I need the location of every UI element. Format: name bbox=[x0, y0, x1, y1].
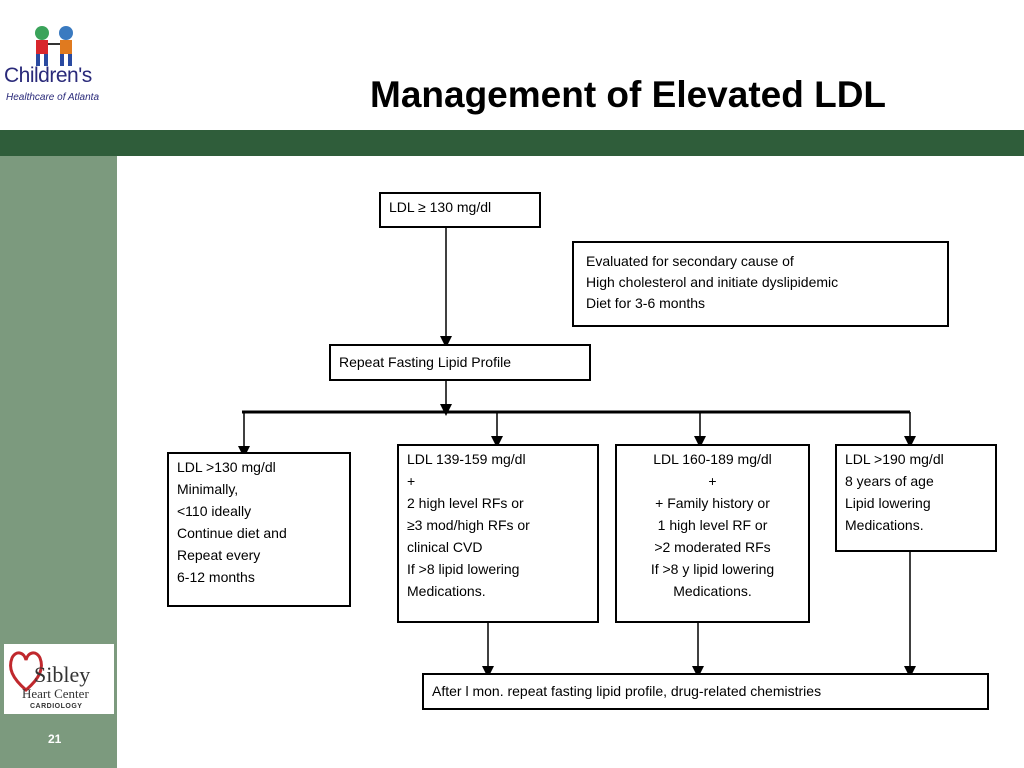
branch2-box: LDL 139-159 mg/dl + 2 high level RFs or … bbox=[397, 444, 599, 623]
branch1-box: LDL >130 mg/dl Minimally, <110 ideally C… bbox=[167, 452, 351, 607]
branch1-line: <110 ideally bbox=[177, 503, 252, 519]
slide-title: Management of Elevated LDL bbox=[370, 74, 887, 115]
branch4-line: Lipid lowering bbox=[845, 495, 931, 511]
branch1-line: Repeat every bbox=[177, 547, 261, 563]
sibley-logo bbox=[4, 644, 114, 714]
branch2-line: + bbox=[407, 473, 416, 489]
slide-header: Children's Healthcare of Atlanta Managem… bbox=[0, 0, 1024, 130]
sibley-logo-heart-center: Heart Center bbox=[22, 686, 89, 701]
branch3-line: >2 moderated RFs bbox=[654, 539, 771, 555]
branch2-line: ≥3 mod/high RFs or bbox=[407, 517, 530, 533]
kids-icon bbox=[35, 26, 73, 66]
branch4-box: LDL >190 mg/dl 8 years of age Lipid lowe… bbox=[835, 444, 997, 552]
sibley-logo-name: Sibley bbox=[34, 662, 91, 687]
branch2-line: Medications. bbox=[407, 583, 486, 599]
branch3-line: LDL 160-189 mg/dl bbox=[653, 451, 772, 467]
branch1-line: LDL >130 mg/dl bbox=[177, 459, 276, 475]
page-number: 21 bbox=[48, 732, 62, 746]
branch1-line: Continue diet and bbox=[177, 525, 287, 541]
branch3-line: 1 high level RF or bbox=[657, 517, 768, 533]
repeat-text: Repeat Fasting Lipid Profile bbox=[339, 354, 511, 370]
branch4-line: Medications. bbox=[845, 517, 924, 533]
note-line: Diet for 3-6 months bbox=[586, 295, 706, 311]
repeat-box: Repeat Fasting Lipid Profile bbox=[329, 344, 591, 381]
branch1-line: 6-12 months bbox=[177, 569, 255, 585]
note-line: Evaluated for secondary cause of bbox=[586, 253, 794, 269]
final-box: After l mon. repeat fasting lipid profil… bbox=[422, 673, 989, 710]
childrens-logo-name: Children's bbox=[4, 64, 92, 87]
branch2-line: clinical CVD bbox=[407, 539, 483, 555]
heart-icon bbox=[9, 651, 43, 692]
branch1-line: Minimally, bbox=[177, 481, 239, 497]
final-text: After l mon. repeat fasting lipid profil… bbox=[432, 683, 822, 699]
branch2-line: 2 high level RFs or bbox=[407, 495, 524, 511]
branch2-line: LDL 139-159 mg/dl bbox=[407, 451, 526, 467]
branch4-line: LDL >190 mg/dl bbox=[845, 451, 944, 467]
note-box: Evaluated for secondary cause of High ch… bbox=[572, 241, 949, 327]
branch3-line: If >8 y lipid lowering bbox=[650, 561, 775, 577]
childrens-logo-subtitle: Healthcare of Atlanta bbox=[6, 92, 100, 103]
branch2-line: If >8 lipid lowering bbox=[407, 561, 520, 577]
header-divider-bar bbox=[0, 130, 1024, 156]
branch4-line: 8 years of age bbox=[845, 473, 934, 489]
branch3-line: + bbox=[708, 473, 717, 489]
start-text: LDL ≥ 130 mg/dl bbox=[389, 199, 492, 215]
start-box: LDL ≥ 130 mg/dl bbox=[379, 192, 541, 228]
branch3-line: + Family history or bbox=[655, 495, 770, 511]
sibley-logo-cardiology: CARDIOLOGY bbox=[30, 703, 83, 710]
note-line: High cholesterol and initiate dyslipidem… bbox=[586, 274, 839, 290]
branch3-box: LDL 160-189 mg/dl + + Family history or … bbox=[615, 444, 810, 623]
branch3-line: Medications. bbox=[673, 583, 752, 599]
childrens-logo bbox=[4, 24, 116, 124]
